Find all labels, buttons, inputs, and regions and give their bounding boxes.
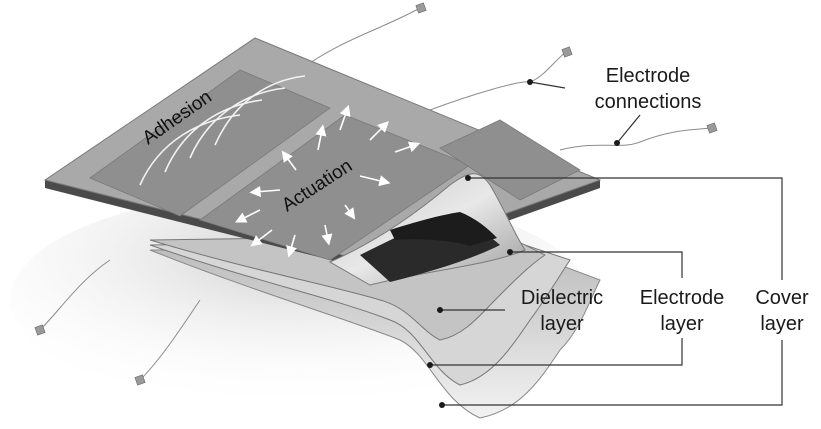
wire-terminals bbox=[34, 2, 718, 386]
electrode-connections-line2: connections bbox=[595, 91, 702, 113]
callout-cover-bottom bbox=[442, 340, 783, 406]
electrode-layer-line2: layer bbox=[660, 313, 704, 335]
wire-left-bottom bbox=[139, 299, 201, 381]
cover-layer-line1: Cover bbox=[755, 287, 809, 309]
callout-cover-top bbox=[468, 177, 783, 280]
dielectric-layer-line2: layer bbox=[540, 313, 584, 335]
wire-right bbox=[559, 127, 713, 151]
callout-electrode-layer-2 bbox=[430, 338, 683, 366]
electrode-pads bbox=[89, 69, 581, 261]
label-electrode-layer: Electrode layer bbox=[640, 287, 725, 335]
actuation-arrows bbox=[234, 104, 421, 258]
callout-electrode-connections-1 bbox=[529, 81, 566, 89]
callout-electrode-connections-2 bbox=[616, 114, 641, 144]
pad-right bbox=[439, 119, 581, 201]
pad-adhesion bbox=[89, 69, 331, 217]
electrode-layer-line1: Electrode bbox=[640, 287, 725, 309]
electrode-connections-line1: Electrode bbox=[606, 65, 691, 87]
callout-electrode-layer bbox=[510, 251, 683, 278]
dark-electrode-upper bbox=[390, 212, 497, 246]
callout-dots bbox=[427, 79, 620, 408]
label-cover-layer: Cover layer bbox=[755, 287, 809, 335]
wire-left-low bbox=[39, 259, 111, 331]
wire-top-mid bbox=[429, 51, 567, 111]
top-sheet bbox=[43, 37, 602, 286]
wire-top-left bbox=[299, 7, 421, 71]
adhesion-field-lines bbox=[139, 75, 306, 186]
callout-lines bbox=[430, 81, 783, 406]
label-dielectric-layer: Dielectric layer bbox=[521, 287, 603, 335]
label-electrode-connections: Electrode connections bbox=[595, 65, 702, 113]
dielectric-layer-line1: Dielectric bbox=[521, 287, 603, 309]
cover-layer-line2: layer bbox=[760, 313, 804, 335]
